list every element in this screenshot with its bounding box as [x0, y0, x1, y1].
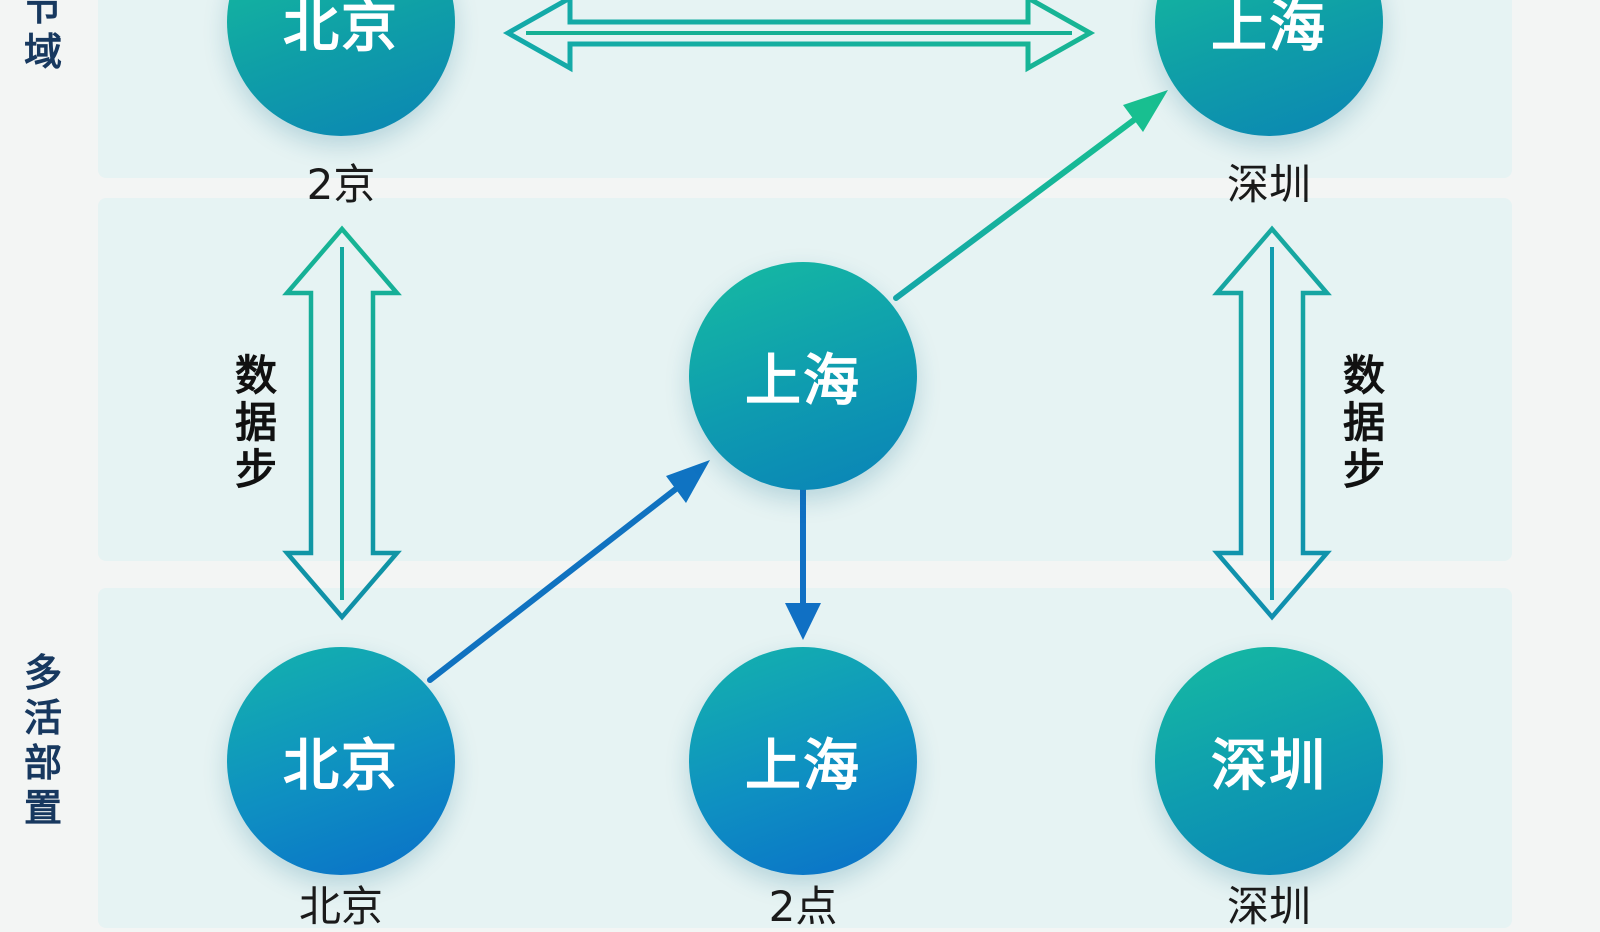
arrow-bottom-left-to-center: [427, 460, 710, 683]
sync-label-right: 数 据 步: [1340, 352, 1388, 493]
caption-top-right: 深圳: [1226, 160, 1311, 209]
sync-label-left-text: 数 据 步: [234, 351, 277, 494]
node-bottom-left-label: 北京: [283, 733, 399, 799]
caption-bottom-right: 深圳: [1226, 882, 1311, 931]
node-bottom-left: 北京: [227, 647, 455, 875]
node-center-label: 上海: [745, 348, 861, 414]
arrow-center-to-top-right: [893, 90, 1168, 301]
sync-label-left: 数 据 步: [232, 352, 280, 493]
side-label-top-text: 节 域: [23, 0, 62, 74]
caption-top-left: 2京: [306, 160, 376, 209]
side-label-bottom: 多 活 部 置: [18, 651, 68, 831]
double-arrow-top: [502, 0, 1096, 73]
double-arrow-left: [282, 225, 402, 621]
side-label-bottom-text: 多 活 部 置: [23, 651, 62, 830]
caption-bottom-middle: 2点: [768, 882, 838, 931]
node-top-right-label: 上海: [1211, 0, 1327, 60]
arrow-center-to-bottom-middle: [785, 487, 821, 640]
node-center: 上海: [689, 262, 917, 490]
side-label-top: 节 域: [18, 0, 68, 75]
sync-label-right-text: 数 据 步: [1342, 351, 1385, 494]
node-bottom-middle-label: 上海: [745, 733, 861, 799]
node-top-left-label: 北京: [283, 0, 399, 60]
double-arrow-right: [1212, 225, 1332, 621]
node-bottom-right: 深圳: [1155, 647, 1383, 875]
caption-bottom-left: 北京: [298, 882, 383, 931]
node-bottom-middle: 上海: [689, 647, 917, 875]
connector-layer: [282, 0, 1332, 683]
node-bottom-right-label: 深圳: [1211, 733, 1327, 799]
